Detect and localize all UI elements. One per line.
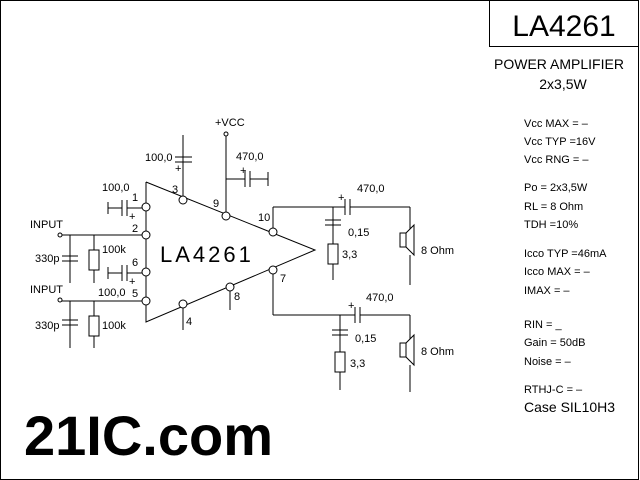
c1-label: 100,0	[102, 182, 130, 194]
pin-6-label: 6	[132, 257, 138, 269]
vcc-terminal	[223, 131, 229, 137]
chip-label: LA4261	[160, 242, 254, 267]
pin-4-label: 4	[186, 316, 192, 328]
r-zob2-label: 3,3	[350, 358, 365, 370]
pin-1-label: 1	[132, 192, 138, 204]
spk1-label: 8 Ohm	[421, 245, 454, 257]
c-zob1-label: 0,15	[348, 227, 369, 239]
spec-list: Vcc MAX = – Vcc TYP =16V Vcc RNG = – Po …	[524, 118, 615, 415]
input1-terminal	[57, 232, 63, 238]
c-in1-label: 330p	[35, 253, 59, 265]
subtitle-function: POWER AMPLIFIER	[494, 56, 624, 72]
vcc-label: +VCC	[215, 117, 245, 129]
pin-8-label: 8	[234, 291, 240, 303]
c-out2-label: 470,0	[366, 292, 394, 304]
r-zob1-label: 3,3	[342, 249, 357, 261]
spec-icco-typ: Icco TYP =46mA	[524, 248, 607, 260]
spec-gain: Gain = 50dB	[524, 337, 585, 349]
spec-noise: Noise = –	[524, 356, 572, 368]
c-zob2-label: 0,15	[355, 333, 376, 345]
subtitle-power: 2x3,5W	[539, 76, 587, 92]
plus-mark: +	[338, 192, 344, 204]
chip-title: LA4261	[512, 10, 615, 43]
speaker-1-icon	[399, 223, 415, 285]
r-in2-label: 100k	[102, 320, 126, 332]
pin-3-label: 3	[172, 184, 178, 196]
pin-10-label: 10	[258, 212, 270, 224]
spk2-label: 8 Ohm	[421, 346, 454, 358]
plus-mark: +	[129, 276, 135, 288]
spec-rthj: RTHJ-C = –	[524, 384, 583, 396]
spec-tdh: TDH =10%	[524, 219, 578, 231]
r-in1-label: 100k	[102, 244, 126, 256]
input2-terminal	[57, 297, 63, 303]
c3-label: 100,0	[145, 152, 173, 164]
input2-label: INPUT	[30, 284, 63, 296]
spec-vcc-typ: Vcc TYP =16V	[524, 136, 596, 148]
plus-mark: +	[129, 211, 135, 223]
pin-7-label: 7	[280, 273, 286, 285]
spec-imax: IMAX = –	[524, 285, 570, 297]
c-out1-label: 470,0	[357, 183, 385, 195]
plus-mark: +	[175, 163, 181, 175]
spec-po: Po = 2x3,5W	[524, 182, 588, 194]
spec-vcc-max: Vcc MAX = –	[524, 118, 589, 130]
c-vcc-label: 470,0	[236, 151, 264, 163]
pin-5-label: 5	[132, 288, 138, 300]
pin-2-label: 2	[132, 223, 138, 235]
c-in2-label: 330p	[35, 320, 59, 332]
input1-label: INPUT	[30, 219, 63, 231]
c5-label: 100,0	[98, 287, 126, 299]
plus-mark: +	[348, 300, 354, 312]
plus-mark: +	[240, 165, 246, 177]
spec-rin: RIN = _	[524, 319, 562, 331]
watermark-logo: 21IC.com	[24, 404, 273, 467]
pin-9-label: 9	[213, 198, 219, 210]
title-box	[489, 0, 639, 47]
spec-icco-max: Icco MAX = –	[524, 266, 591, 278]
pin-markers	[141, 195, 278, 309]
spec-vcc-rng: Vcc RNG = –	[524, 154, 589, 166]
speaker-2-icon	[399, 333, 415, 392]
spec-case: Case SIL10H3	[524, 399, 615, 415]
spec-rl: RL = 8 Ohm	[524, 201, 583, 213]
